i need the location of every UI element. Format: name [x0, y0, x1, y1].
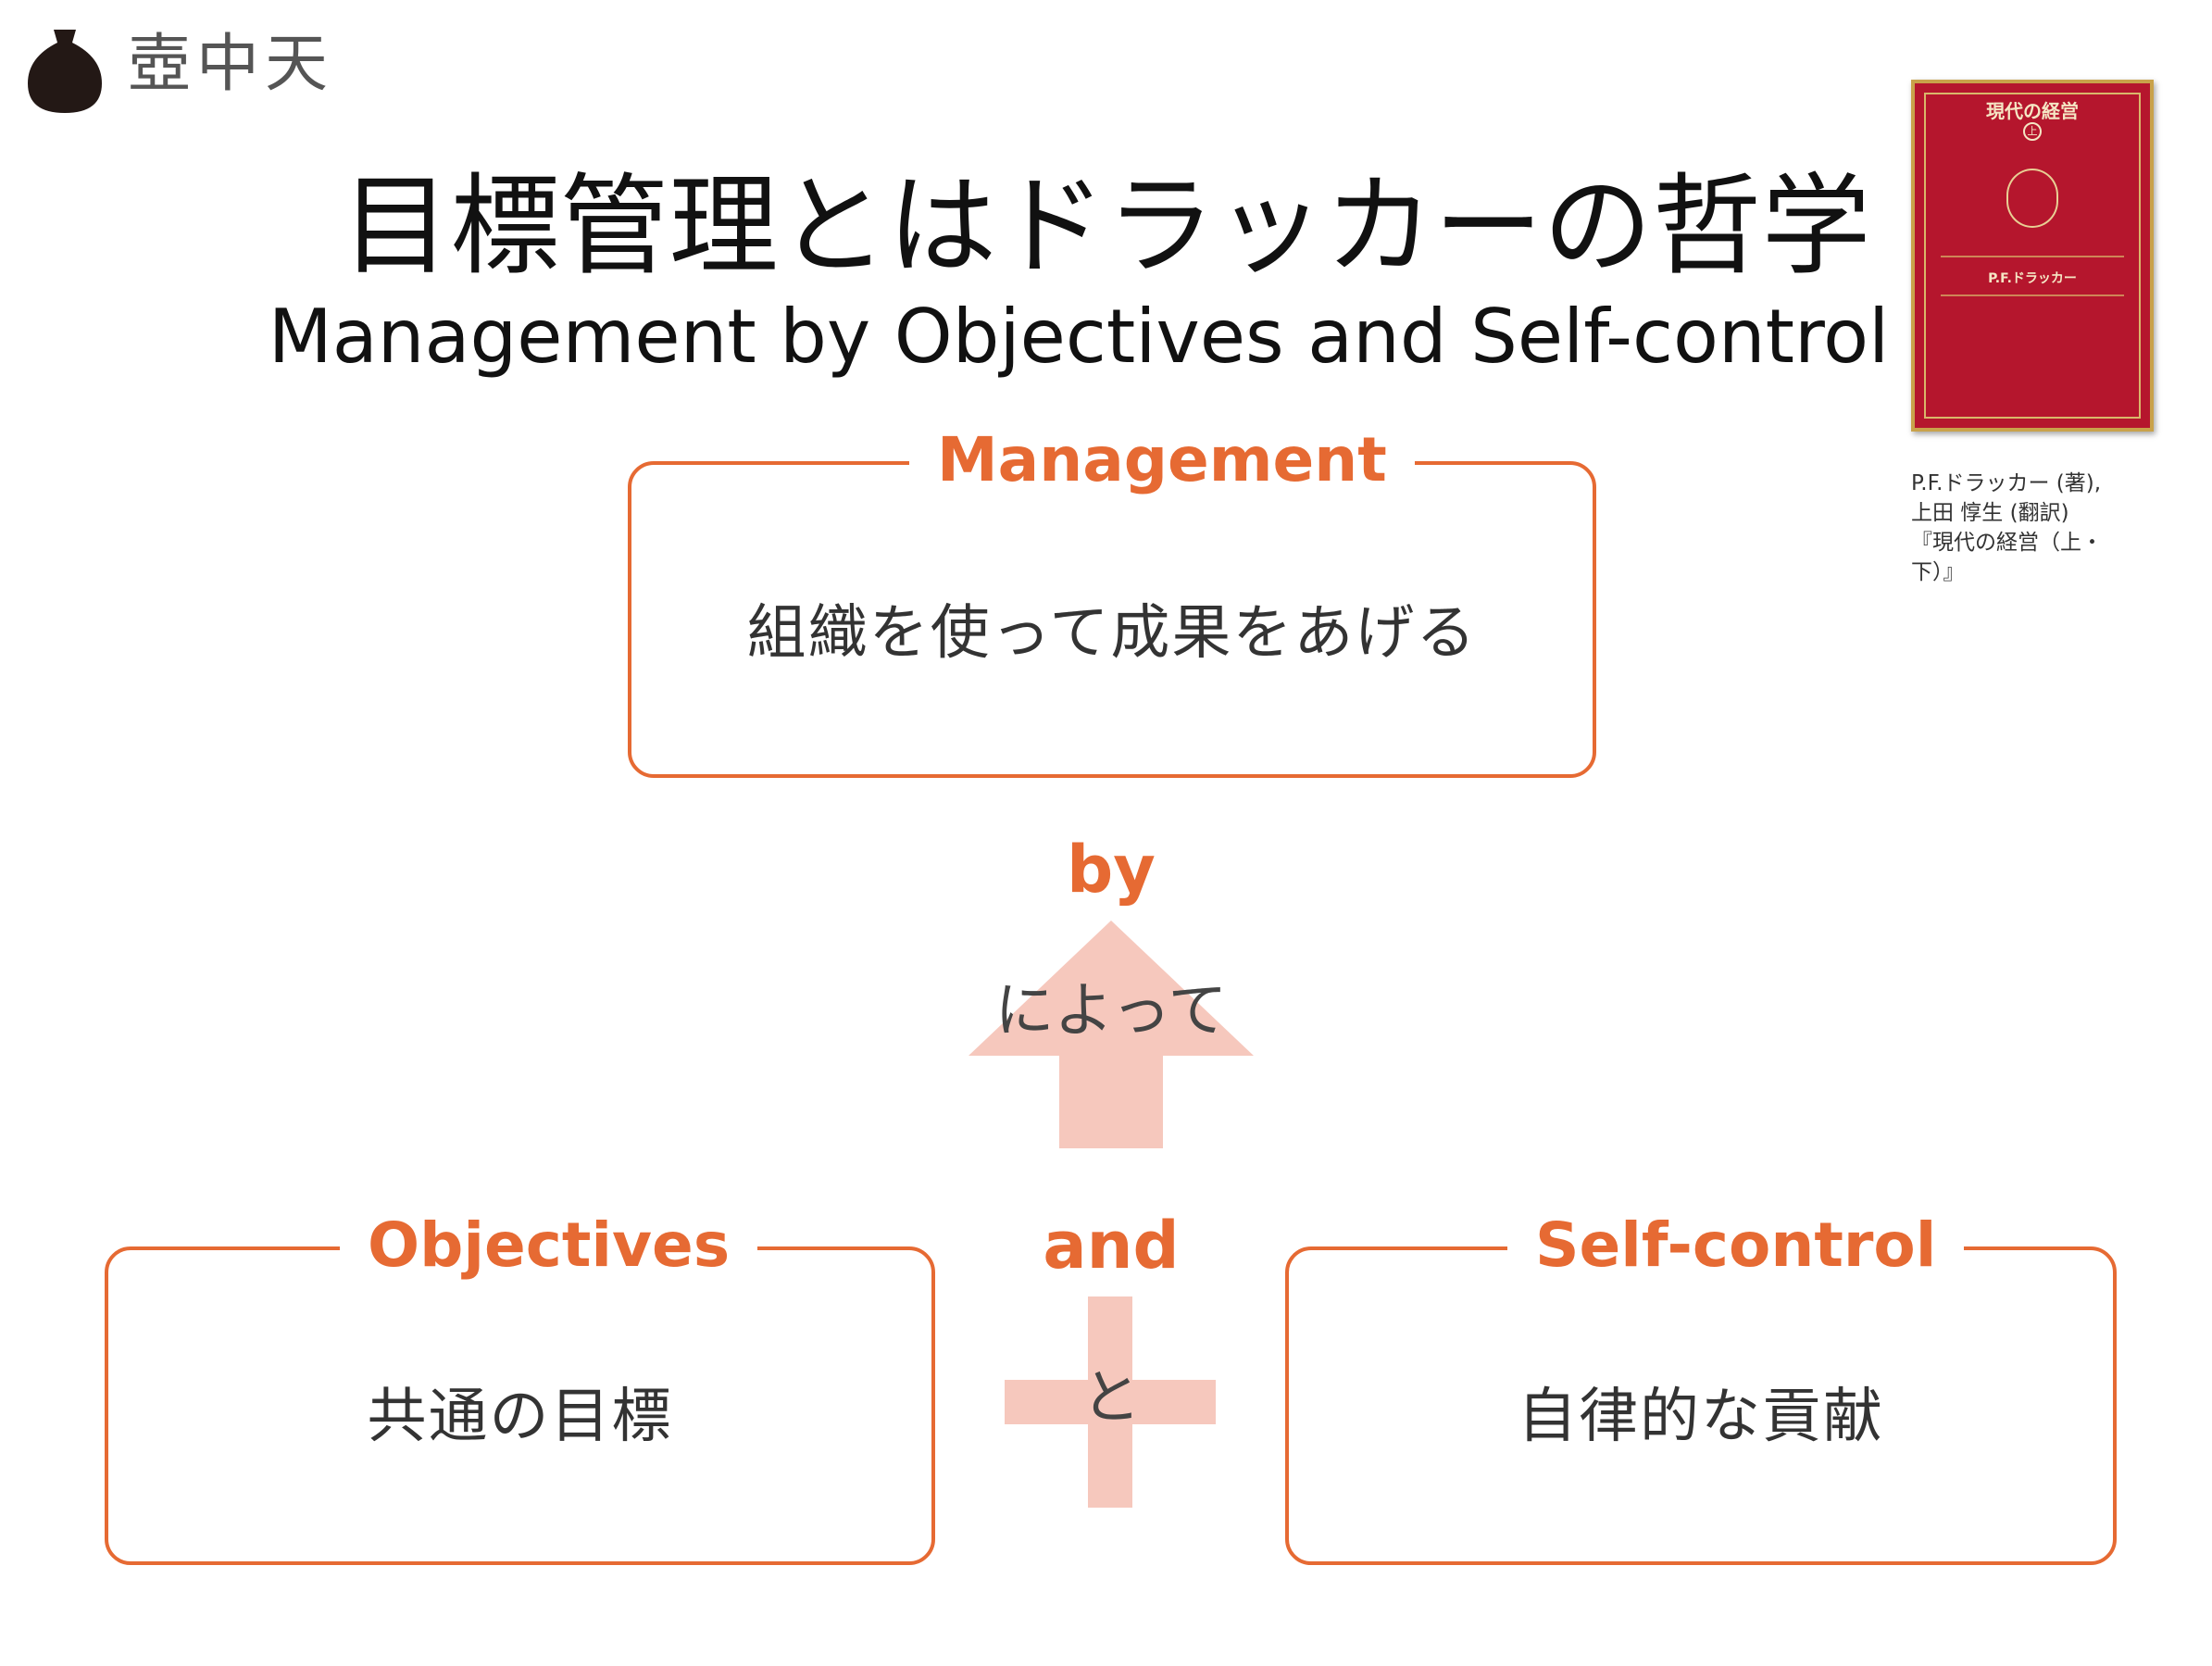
book-cover-volume: 上 [2023, 122, 2042, 141]
pot-icon [28, 30, 102, 113]
management-content: 組織を使って成果をあげる [746, 599, 1478, 668]
page-title: 目標管理とはドラッカーの哲学 [341, 162, 1871, 290]
selfcontrol-label: Self-control [1507, 1215, 1965, 1276]
up-arrow-icon [969, 921, 1254, 1148]
by-jp-text: によって [994, 977, 1228, 1046]
book-cover-title: 現代の経営 [1986, 100, 2079, 122]
objectives-box: Objectives 共通の目標 [105, 1215, 935, 1565]
book-caption-line: 上田 惇生 (翻訳) [1911, 501, 2069, 525]
book-cover-rule [1941, 256, 2124, 257]
selfcontrol-content: 自律的な貢献 [1518, 1383, 1884, 1451]
book-cover-image: 現代の経営 上 P.F.ドラッカー [1911, 80, 2154, 432]
book-caption: P.F.ドラッカー (著), 上田 惇生 (翻訳) 『現代の経営（上・ 下）』 [1911, 469, 2180, 587]
logo-text: 壺中天 [128, 28, 334, 101]
book-cover-rule [1941, 294, 2124, 296]
book-caption-line: 下）』 [1911, 560, 1965, 584]
objectives-label: Objectives [340, 1215, 758, 1276]
page-subtitle: Management by Objectives and Self-contro… [268, 294, 1890, 380]
objectives-content: 共通の目標 [367, 1383, 673, 1451]
management-box: Management 組織を使って成果をあげる [628, 430, 1596, 778]
book-caption-line: 『現代の経営（上・ [1911, 531, 2103, 555]
book-cover-frame [1924, 93, 2141, 419]
selfcontrol-box: Self-control 自律的な貢献 [1285, 1215, 2117, 1565]
plus-icon-bar [1005, 1380, 1216, 1424]
book-caption-line: P.F.ドラッカー (著), [1911, 471, 2102, 495]
portrait-medallion-icon [2006, 169, 2058, 228]
book-cover-author: P.F.ドラッカー [1988, 271, 2077, 286]
and-jp-text: と [1081, 1364, 1141, 1433]
management-label: Management [909, 430, 1415, 491]
and-label: and [1043, 1208, 1180, 1284]
by-label: by [1067, 832, 1156, 908]
